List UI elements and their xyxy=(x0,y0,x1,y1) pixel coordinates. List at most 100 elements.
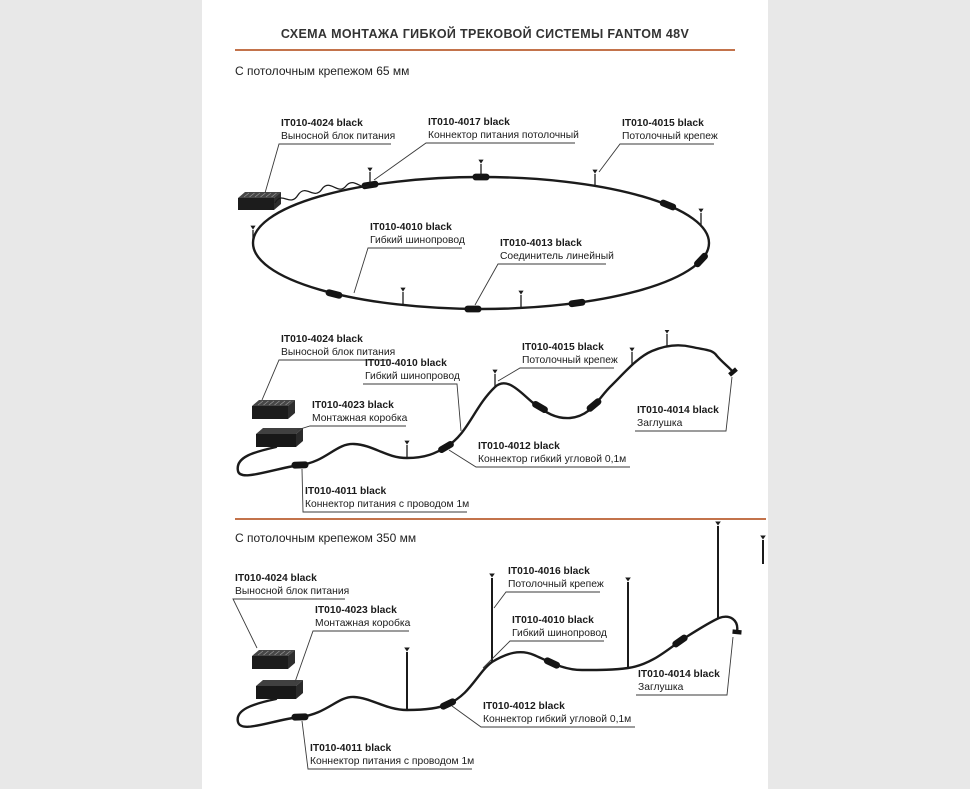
label-desc: Коннектор питания потолочный xyxy=(428,130,579,141)
ceiling-pin xyxy=(629,347,635,364)
mounting-box xyxy=(256,428,303,447)
label-desc: Соединитель линейный xyxy=(500,251,614,262)
label-code: IT010-4015 black xyxy=(622,118,704,129)
label-desc: Гибкий шинопровод xyxy=(370,234,465,246)
label-desc: Выносной блок питания xyxy=(281,346,395,358)
callout-ceiling-mount: IT010-4015 black Потолочный крепеж xyxy=(598,118,718,173)
label-desc: Гибкий шинопровод xyxy=(512,627,607,639)
label-desc: Выносной блок питания xyxy=(281,130,395,142)
page: СХЕМА МОНТАЖА ГИБКОЙ ТРЕКОВОЙ СИСТЕМЫ FA… xyxy=(202,0,768,789)
label-desc: Потолочный крепеж xyxy=(508,579,604,590)
ceiling-pin xyxy=(404,440,410,457)
callout-psu: IT010-4024 black Выносной блок питания xyxy=(264,118,395,194)
label-code: IT010-4023 black xyxy=(315,605,397,616)
track-connector xyxy=(439,698,457,710)
track-connector xyxy=(532,400,548,414)
callout-flex-track: IT010-4010 black Гибкий шинопровод xyxy=(353,222,465,294)
label-code: IT010-4012 black xyxy=(478,441,560,452)
power-supply-unit xyxy=(238,192,281,210)
label-desc: Гибкий шинопровод xyxy=(365,370,460,382)
callout-power-connector: IT010-4011 black Коннектор питания с про… xyxy=(301,468,469,513)
label-desc: Потолочный крепеж xyxy=(522,355,618,366)
suspension-rod xyxy=(625,577,631,668)
label-desc: Коннектор гибкий угловой 0,1м xyxy=(483,713,631,725)
label-code: IT010-4024 black xyxy=(281,118,363,129)
callout-mounting-box: IT010-4023 black Монтажная коробка xyxy=(296,400,408,431)
track-connector xyxy=(543,657,561,669)
callout-corner-connector: IT010-4012 black Коннектор гибкий углово… xyxy=(451,701,635,728)
label-code: IT010-4023 black xyxy=(312,400,394,411)
track-connector xyxy=(694,252,708,268)
suspension-rod-detail xyxy=(760,535,766,564)
power-cable xyxy=(274,181,370,204)
wave-65-diagram: IT010-4024 black Выносной блок питания I… xyxy=(236,330,738,513)
label-code: IT010-4016 black xyxy=(508,566,590,577)
label-code: IT010-4015 black xyxy=(522,342,604,353)
callout-ceiling-power-connector: IT010-4017 black Коннектор питания потол… xyxy=(373,117,579,181)
callout-end-cap: IT010-4014 black Заглушка xyxy=(636,636,734,696)
callout-corner-connector: IT010-4012 black Коннектор гибкий углово… xyxy=(448,441,630,468)
label-desc: Заглушка xyxy=(637,418,683,429)
callout-psu: IT010-4024 black Выносной блок питания xyxy=(261,334,395,401)
label-code: IT010-4013 black xyxy=(500,238,582,249)
track-connector xyxy=(464,305,482,313)
callout-ceiling-mount: IT010-4016 black Потолочный крепеж xyxy=(493,566,604,609)
suspension-rod xyxy=(715,521,721,618)
label-code: IT010-4012 black xyxy=(483,701,565,712)
track-ring xyxy=(251,175,711,311)
ceiling-pin xyxy=(478,159,484,176)
ceiling-pin xyxy=(518,290,524,307)
ceiling-pin xyxy=(492,369,498,386)
section-65-heading: С потолочным крепежом 65 мм xyxy=(235,64,410,78)
label-code: IT010-4014 black xyxy=(638,669,720,680)
oval-diagram: IT010-4024 black Выносной блок питания I… xyxy=(238,117,718,313)
end-cap xyxy=(732,629,742,635)
label-code: IT010-4011 black xyxy=(305,486,387,497)
track-connector xyxy=(291,713,309,721)
label-code: IT010-4011 black xyxy=(310,743,392,754)
section-350-heading: С потолочным крепежом 350 мм xyxy=(235,531,417,545)
label-desc: Коннектор питания с проводом 1м xyxy=(305,499,469,510)
power-supply-unit xyxy=(252,400,295,419)
label-code: IT010-4024 black xyxy=(281,334,363,345)
label-code: IT010-4010 black xyxy=(370,222,452,233)
label-code: IT010-4017 black xyxy=(428,117,510,128)
track-connector xyxy=(438,440,454,454)
suspension-rod xyxy=(489,573,495,662)
suspension-rod xyxy=(404,647,410,710)
label-desc: Монтажная коробка xyxy=(315,617,411,629)
label-desc: Коннектор питания с проводом 1м xyxy=(310,756,474,767)
callout-power-connector: IT010-4011 black Коннектор питания с про… xyxy=(301,720,474,770)
label-code: IT010-4024 black xyxy=(235,573,317,584)
track-connector xyxy=(291,461,309,469)
callout-ceiling-mount: IT010-4015 black Потолочный крепеж xyxy=(497,342,618,382)
callout-mounting-box: IT010-4023 black Монтажная коробка xyxy=(294,605,411,683)
ceiling-pin xyxy=(664,330,670,346)
track-connector xyxy=(568,298,586,308)
section-divider-rule xyxy=(235,518,766,520)
track-connector xyxy=(325,289,343,299)
label-desc: Монтажная коробка xyxy=(312,412,408,424)
track-connector xyxy=(586,398,602,412)
track-connector xyxy=(472,173,490,181)
power-supply-unit xyxy=(252,650,295,669)
label-desc: Потолочный крепеж xyxy=(622,131,718,142)
callout-end-cap: IT010-4014 black Заглушка xyxy=(635,376,733,432)
callout-psu: IT010-4024 black Выносной блок питания xyxy=(232,573,349,649)
label-code: IT010-4014 black xyxy=(637,405,719,416)
end-cap xyxy=(728,367,738,377)
callout-linear-joint: IT010-4013 black Соединитель линейный xyxy=(474,238,614,306)
callout-flex-track: IT010-4010 black Гибкий шинопровод xyxy=(482,615,607,669)
wave-350-diagram: IT010-4024 black Выносной блок питания I… xyxy=(232,521,766,770)
label-desc: Выносной блок питания xyxy=(235,585,349,597)
ceiling-pin xyxy=(592,169,598,186)
track-connector xyxy=(672,634,688,648)
title-rule xyxy=(235,49,735,51)
ceiling-pin xyxy=(400,287,406,304)
label-code: IT010-4010 black xyxy=(365,358,447,369)
track-connector xyxy=(659,199,677,211)
ceiling-pin xyxy=(698,208,704,225)
label-code: IT010-4010 black xyxy=(512,615,594,626)
callout-flex-track: IT010-4010 black Гибкий шинопровод xyxy=(363,358,462,432)
ceiling-pin xyxy=(367,167,373,184)
